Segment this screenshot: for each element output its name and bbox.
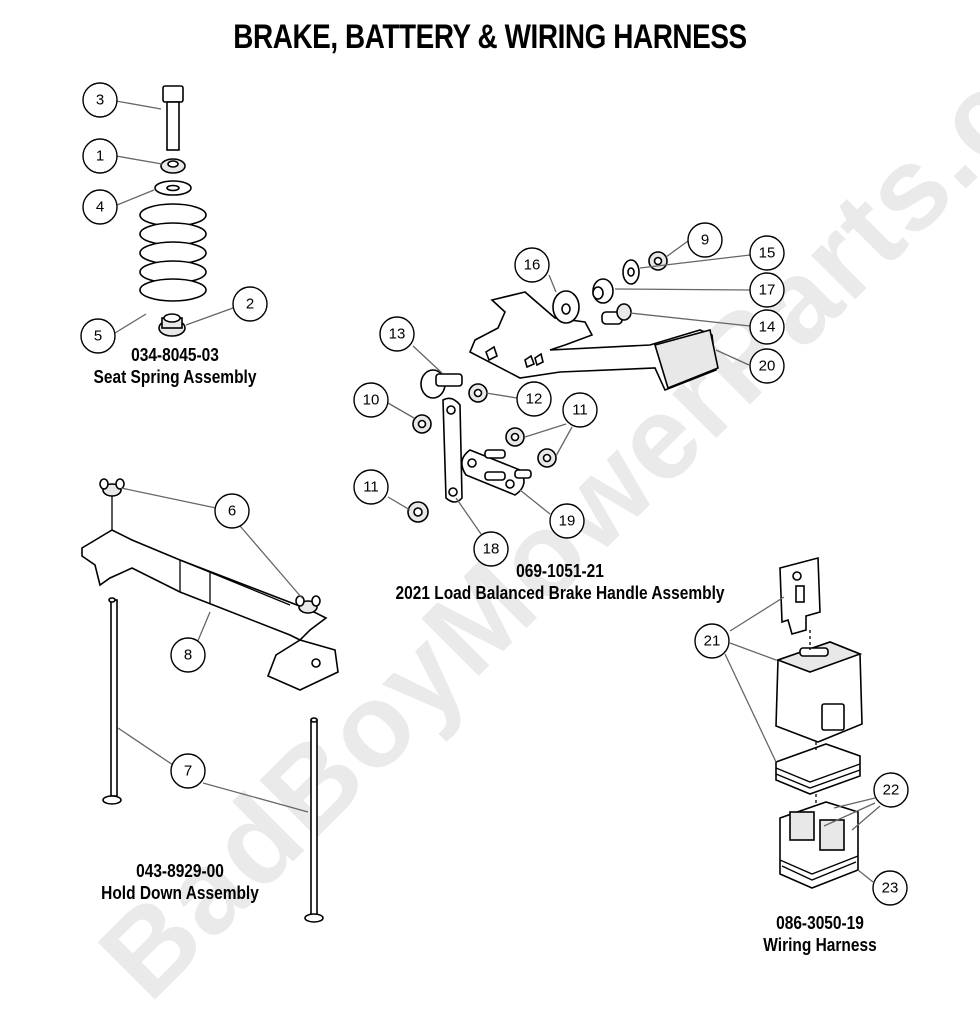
flange-nut-part [158,313,186,337]
callout-5: 5 [80,318,116,354]
wiring-harness-caption: 086-3050-19 Wiring Harness [743,912,898,956]
wing-nut-right-part [295,595,321,614]
callout-label: 5 [94,328,102,345]
callout-label: 1 [96,148,104,165]
callout-22: 22 [873,772,909,808]
clevis-pin-part [420,369,463,399]
relay-cover-part [775,641,863,743]
callout-label: 17 [759,282,776,299]
callout-23: 23 [872,870,908,906]
washer-part [154,180,192,196]
callout-label: 8 [184,647,192,664]
hold-down-caption: 043-8929-00 Hold Down Assembly [94,860,266,904]
callout-2: 2 [232,286,268,322]
callout-label: 14 [759,319,776,336]
callout-21: 21 [694,623,730,659]
link-bar-part [442,397,463,503]
callout-label: 15 [759,245,776,262]
wing-nut-left-part [99,478,125,497]
nut-11c-part [407,501,429,523]
callout-label: 11 [572,402,588,419]
callout-14: 14 [749,309,785,345]
callout-label: 11 [363,479,379,496]
callout-4: 4 [82,189,118,225]
lock-nut-part [160,158,186,174]
callout-9: 9 [687,222,723,258]
nut-11a-part [505,427,525,447]
callout-label: 3 [96,92,104,109]
callout-label: 2 [246,296,254,313]
page-title: BRAKE, BATTERY & WIRING HARNESS [233,18,747,56]
part-number: 034-8045-03 [131,345,219,365]
coil-spring-part [139,203,207,302]
nut-10-part [412,414,432,434]
callout-label: 12 [526,391,543,408]
callout-label: 23 [882,880,899,897]
j-bolt-left-part [102,597,122,805]
hold-down-assembly [81,478,339,923]
bushing-part [552,290,580,324]
flat-washer-part [622,259,640,285]
relay-block-part [779,801,859,889]
callout-15: 15 [749,235,785,271]
diagram-drawing: .ln { stroke:#000; stroke-width:1.3; fil… [80,82,909,923]
part-number: 043-8929-00 [136,861,224,881]
assembly-name: 2021 Load Balanced Brake Handle Assembly [395,583,725,603]
link-plate-part [461,449,532,496]
hold-down-bracket-part [81,529,339,691]
callout-8: 8 [170,637,206,673]
assembly-name: Hold Down Assembly [101,883,259,903]
callout-10: 10 [353,382,389,418]
nut-11b-part [537,448,557,468]
callout-16: 16 [514,247,550,283]
spacer-part [592,278,614,304]
assembly-name: Seat Spring Assembly [93,367,257,387]
callout-label: 20 [759,358,776,375]
callout-18: 18 [473,531,509,567]
seat-spring-assembly [139,85,207,337]
nut-12-part [468,383,488,403]
callout-circles: 3 1 4 5 2 16 9 15 17 14 13 20 10 12 11 1… [80,82,909,906]
callout-6: 6 [214,493,250,529]
mounting-clip-part [779,556,821,635]
callout-label: 4 [96,199,104,216]
callout-19: 19 [549,503,585,539]
callout-label: 18 [483,541,500,558]
callout-17: 17 [749,272,785,308]
callout-label: 13 [389,326,406,343]
brake-handle-caption: 069-1051-21 2021 Load Balanced Brake Han… [371,560,749,604]
callout-label: 22 [883,782,900,799]
callout-11a: 11 [562,392,598,428]
callout-label: 16 [524,257,541,274]
callout-13: 13 [379,316,415,352]
callout-label: 7 [184,763,192,780]
shoulder-bolt-part [601,303,632,325]
wiring-harness-assembly [775,556,863,889]
leader-lines [114,100,881,883]
part-number: 069-1051-21 [516,561,604,581]
nut-9-part [648,251,668,271]
callout-3: 3 [82,82,118,118]
part-number: 086-3050-19 [776,913,864,933]
j-bolt-right-part [304,717,324,923]
callout-12: 12 [516,381,552,417]
callout-7: 7 [170,753,206,789]
assembly-name: Wiring Harness [763,935,877,955]
seal-gasket-part [775,743,861,795]
callout-20: 20 [749,348,785,384]
callout-11b: 11 [353,469,389,505]
callout-label: 9 [701,232,709,249]
callout-label: 21 [704,633,721,650]
bolt-part [162,85,184,151]
brake-handle-assembly [407,251,719,523]
callout-label: 19 [559,513,576,530]
callout-label: 6 [228,503,236,520]
seat-spring-caption: 034-8045-03 Seat Spring Assembly [85,344,266,388]
callout-label: 10 [363,392,380,409]
parts-diagram: BadBoyMowerParts.com BRAKE, BATTERY & WI… [74,0,980,1024]
callout-1: 1 [82,138,118,174]
